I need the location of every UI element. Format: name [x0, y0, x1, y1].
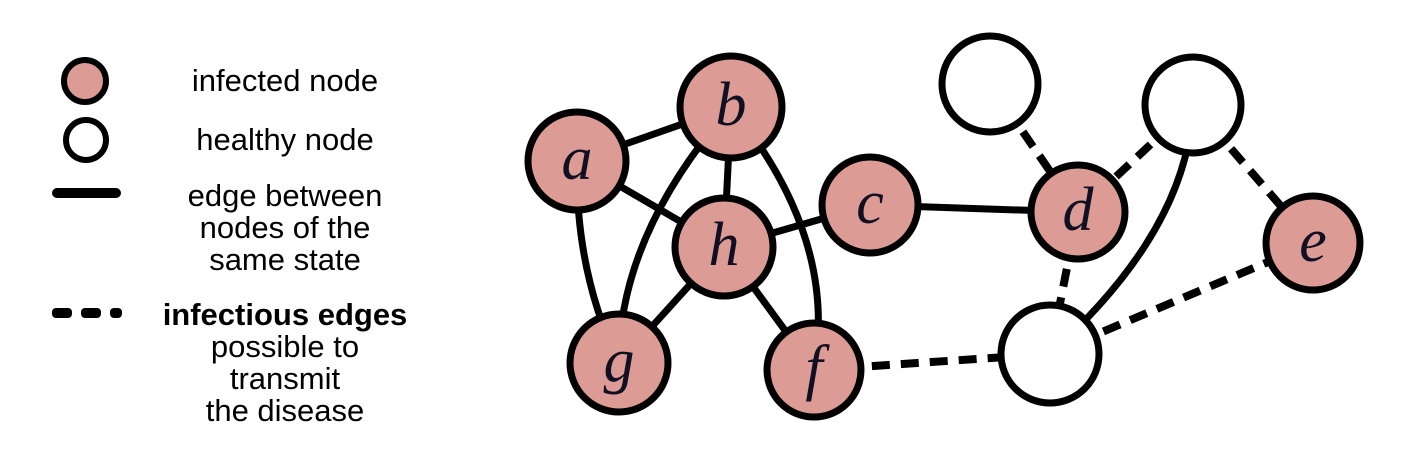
legend-line: nodes of the	[199, 210, 371, 245]
node-label-d: d	[1063, 176, 1095, 244]
node-b	[676, 52, 786, 162]
legend-line: same state	[209, 242, 361, 277]
node-h	[671, 194, 777, 300]
healthy-node-swatch-icon	[63, 117, 109, 163]
node-label-g: g	[604, 327, 635, 395]
legend-label-same-state-edge: edge between nodes of the same state	[158, 180, 412, 276]
healthy-node-w1	[938, 32, 1042, 136]
dash-segment	[110, 308, 122, 318]
node-label-c: c	[856, 169, 884, 237]
dash-segment	[81, 308, 101, 318]
legend: infected node healthy node edge between …	[0, 0, 480, 461]
healthy-node-w3	[997, 301, 1103, 407]
legend-label-infectious-edge: infectious edges possible to transmit th…	[158, 299, 412, 427]
legend-label-healthy: healthy node	[196, 122, 374, 157]
node-e	[1262, 192, 1364, 294]
node-label-a: a	[562, 125, 593, 193]
infected-node-swatch-icon	[61, 57, 109, 105]
solid-edge-swatch-icon	[52, 188, 121, 198]
legend-line-bold: infectious edges	[162, 297, 408, 332]
node-label-b: b	[716, 71, 747, 139]
legend-label-infected: infected node	[191, 63, 379, 98]
node-d	[1027, 161, 1129, 263]
healthy-node-w2	[1141, 53, 1245, 157]
dash-segment	[52, 308, 72, 318]
legend-line: the disease	[205, 393, 365, 428]
node-f	[763, 319, 865, 421]
node-label-e: e	[1299, 207, 1327, 275]
node-label-h: h	[709, 211, 740, 279]
legend-line: possible to transmit	[210, 329, 360, 396]
node-c	[818, 153, 922, 257]
node-a	[524, 108, 630, 214]
node-g	[566, 310, 672, 416]
dashed-edge-swatch-icon	[52, 308, 122, 318]
legend-line: edge between	[187, 178, 383, 213]
